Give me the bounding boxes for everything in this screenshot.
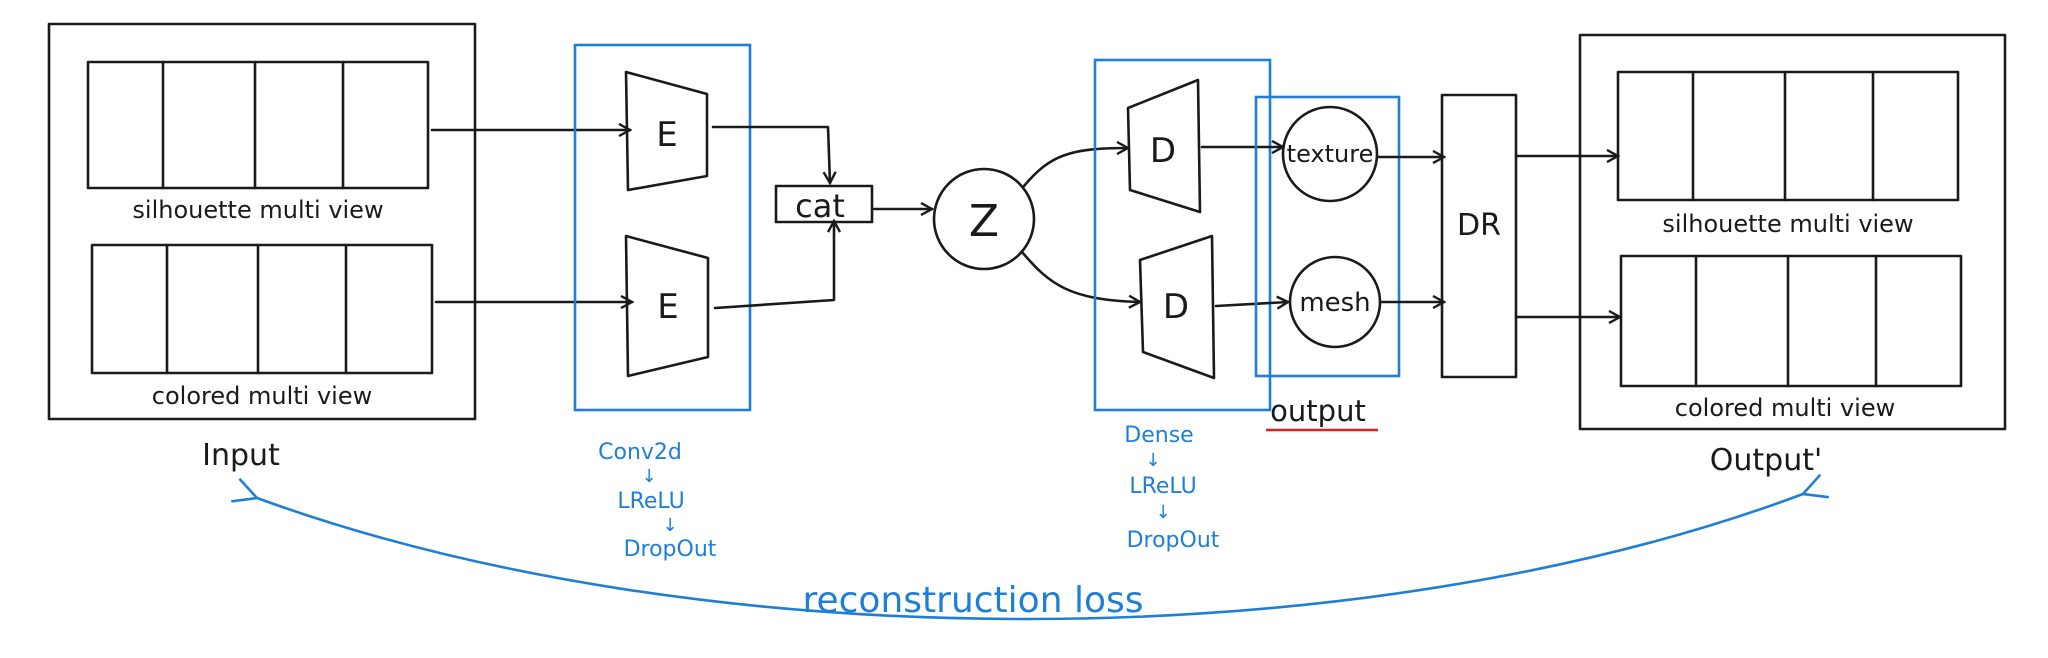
dr-label: DR (1457, 208, 1501, 243)
latent-z-node: Z (932, 167, 1036, 271)
arrow-z-to-decoder-top (1022, 148, 1128, 188)
latent-z-label: Z (969, 196, 999, 247)
mesh-label: mesh (1299, 288, 1370, 318)
input-colored-strip (90, 243, 434, 375)
output-prime-title: Output' (1710, 443, 1822, 478)
encoder-layer-arrow-2: ↓ (662, 515, 677, 536)
encoder-layer-lrelu: LReLU (617, 489, 684, 514)
input-title: Input (202, 438, 280, 473)
cat-label: cat (795, 187, 845, 225)
decoder-layer-dense: Dense (1124, 423, 1193, 448)
encoder-bottom: E (624, 234, 710, 378)
output-prime-silhouette-strip (1616, 70, 1960, 202)
reconstruction-loss-label: reconstruction loss (802, 580, 1143, 621)
arrow-encoder-top-to-cat (711, 125, 830, 183)
encoder-top: E (624, 70, 709, 192)
output-panel: texture mesh (1254, 95, 1401, 378)
input-silhouette-label: silhouette multi view (132, 196, 383, 224)
arrow-encoder-bottom-to-cat (713, 221, 834, 310)
texture-node: texture (1281, 105, 1379, 203)
decoder-panel: D D (1093, 58, 1272, 412)
decoder-layer-dropout: DropOut (1127, 528, 1220, 553)
encoder-panel: E E (573, 43, 752, 412)
arrow-z-to-decoder-bottom (1020, 250, 1140, 302)
decoder-bottom-label: D (1163, 287, 1189, 327)
input-silhouette-strip (86, 60, 430, 190)
arrow-decoder-to-mesh (1214, 302, 1288, 306)
output-prime-silhouette-label: silhouette multi view (1662, 210, 1913, 238)
output-prime-panel: silhouette multi view colored multi view (1578, 33, 2007, 431)
output-prime-colored-strip (1619, 254, 1963, 388)
output-label: output (1270, 394, 1366, 428)
decoder-layer-lrelu: LReLU (1129, 474, 1196, 499)
output-prime-colored-label: colored multi view (1675, 394, 1895, 422)
encoder-layer-arrow-1: ↓ (641, 466, 656, 487)
decoder-layer-stack: Dense ↓ LReLU ↓ DropOut (1124, 423, 1219, 553)
decoder-bottom: D (1138, 234, 1216, 380)
encoder-top-label: E (656, 115, 677, 155)
differentiable-renderer: DR (1440, 93, 1518, 379)
texture-label: texture (1287, 140, 1374, 168)
decoder-layer-arrow-2: ↓ (1155, 502, 1170, 523)
encoder-layer-stack: Conv2d ↓ LReLU ↓ DropOut (598, 440, 717, 562)
encoder-bottom-label: E (657, 287, 678, 327)
input-panel: silhouette multi view colored multi view (47, 22, 477, 421)
input-colored-label: colored multi view (152, 382, 372, 410)
encoder-layer-dropout: DropOut (624, 537, 717, 562)
reconstruction-loss-arc (231, 473, 1829, 621)
decoder-layer-arrow-1: ↓ (1145, 450, 1160, 471)
cat-node: cat (774, 184, 874, 225)
mesh-node: mesh (1288, 255, 1382, 349)
decoder-top-label: D (1150, 131, 1176, 171)
encoder-layer-conv2d: Conv2d (598, 440, 682, 465)
decoder-top: D (1126, 78, 1202, 214)
